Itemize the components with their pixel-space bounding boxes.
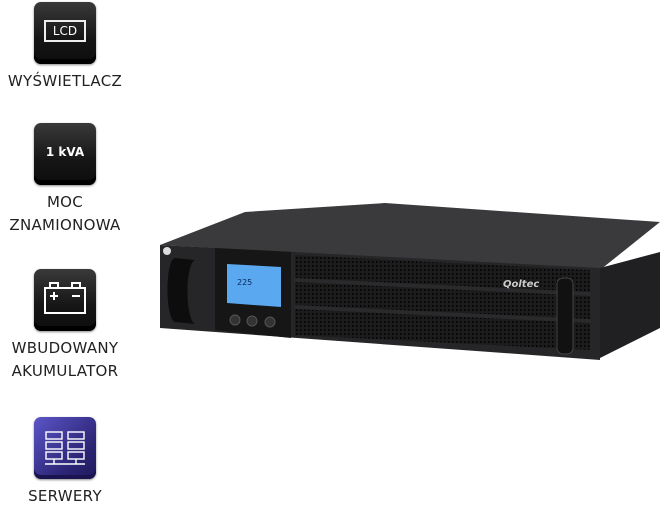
power-button[interactable]	[264, 316, 276, 328]
brand-logo: Qoltec	[503, 279, 539, 290]
ups-top	[160, 203, 660, 270]
ups-product-image: 225 Qoltec	[160, 203, 660, 360]
lcd-readout: 225	[237, 278, 252, 287]
left-handle	[167, 258, 195, 324]
feature-lcd: LCD WYŚWIETLACZ	[0, 2, 130, 93]
right-handle	[556, 277, 574, 355]
select-button[interactable]	[246, 315, 258, 327]
battery-icon	[34, 269, 96, 331]
mute-button[interactable]	[229, 314, 241, 326]
ups-vent	[295, 255, 590, 350]
ups-side	[600, 252, 660, 358]
feature-label: SERWERY	[28, 487, 102, 505]
servers-icon	[34, 417, 96, 479]
lcd-screen	[227, 264, 281, 307]
power-rating-icon: 1 kVA	[34, 123, 96, 185]
feature-label: WYŚWIETLACZ	[7, 72, 123, 90]
feature-servers: SERWERY	[0, 417, 130, 508]
lcd-icon: LCD	[34, 2, 96, 64]
